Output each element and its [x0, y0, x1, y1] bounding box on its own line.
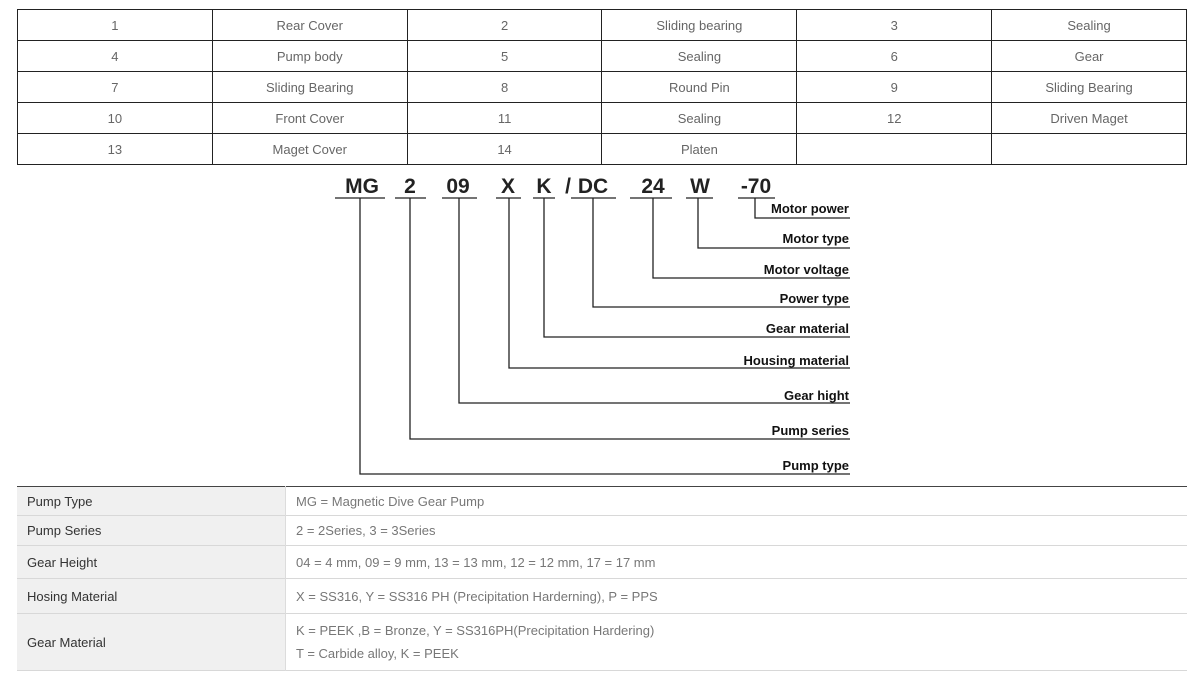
parts-table: 1 Rear Cover 2 Sliding bearing 3 Sealing…	[17, 9, 1187, 165]
table-row: Gear Material K = PEEK ,B = Bronze, Y = …	[17, 613, 1187, 671]
part-name: Sliding Bearing	[991, 71, 1187, 103]
part-name: Platen	[601, 133, 798, 165]
table-row: Gear Height 04 = 4 mm, 09 = 9 mm, 13 = 1…	[17, 545, 1187, 579]
label-motor-voltage: Motor voltage	[764, 262, 849, 277]
part-name: Gear	[991, 40, 1187, 72]
code-segment-gear-material: K	[536, 175, 551, 198]
part-number: 13	[17, 133, 213, 165]
label-motor-power: Motor power	[771, 201, 849, 216]
part-number: 3	[796, 9, 993, 41]
leader-lines	[359, 198, 850, 475]
code-segment-motor-type: W	[690, 175, 710, 198]
code-segment-voltage: 24	[641, 175, 665, 198]
code-segment-motor-power: -70	[741, 175, 771, 198]
table-row: Pump Type MG = Magnetic Dive Gear Pump	[17, 486, 1187, 516]
part-number: 9	[796, 71, 993, 103]
part-number: 1	[17, 9, 213, 41]
spec-key: Pump Type	[17, 486, 286, 516]
spec-key: Pump Series	[17, 515, 286, 546]
label-motor-type: Motor type	[783, 231, 849, 246]
spec-key: Hosing Material	[17, 578, 286, 614]
spec-value: T = Carbide alloy, K = PEEK	[296, 646, 459, 661]
part-name: Sealing	[991, 9, 1187, 41]
code-segment-housing: X	[501, 175, 515, 198]
spec-value: MG = Magnetic Dive Gear Pump	[285, 486, 1187, 516]
part-number: 6	[796, 40, 993, 72]
label-pump-type: Pump type	[783, 458, 849, 473]
table-row: Hosing Material X = SS316, Y = SS316 PH …	[17, 578, 1187, 614]
code-segment-pump-type: MG	[345, 175, 379, 198]
part-name: Front Cover	[211, 102, 408, 134]
spec-value: 04 = 4 mm, 09 = 9 mm, 13 = 13 mm, 12 = 1…	[285, 545, 1187, 579]
part-name: Driven Maget	[991, 102, 1187, 134]
part-number: 12	[796, 102, 993, 134]
label-housing-material: Housing material	[744, 353, 849, 368]
part-number: 4	[17, 40, 213, 72]
spec-table: Pump Type MG = Magnetic Dive Gear Pump P…	[17, 486, 1187, 671]
spec-key: Gear Material	[17, 613, 286, 671]
label-power-type: Power type	[780, 291, 849, 306]
spec-value: 2 = 2Series, 3 = 3Series	[285, 515, 1187, 546]
code-segment-pump-series: 2	[404, 175, 416, 198]
table-row: 10 Front Cover 11 Sealing 12 Driven Mage…	[17, 102, 1187, 134]
part-number: 8	[406, 71, 603, 103]
part-number: 5	[406, 40, 603, 72]
part-number: 2	[406, 9, 603, 41]
spec-value: K = PEEK ,B = Bronze, Y = SS316PH(Precip…	[296, 623, 655, 638]
label-gear-hight: Gear hight	[784, 388, 850, 403]
part-number: 7	[17, 71, 213, 103]
spec-value: X = SS316, Y = SS316 PH (Precipitation H…	[285, 578, 1187, 614]
part-name: Maget Cover	[211, 133, 408, 165]
code-separator: /	[565, 175, 571, 198]
part-name	[991, 133, 1187, 165]
part-number: 10	[17, 102, 213, 134]
part-name: Pump body	[211, 40, 408, 72]
part-number: 11	[406, 102, 603, 134]
part-name: Sealing	[601, 40, 798, 72]
code-segment-power-type: DC	[578, 175, 608, 198]
label-pump-series: Pump series	[772, 423, 849, 438]
part-name: Sliding bearing	[601, 9, 798, 41]
code-segment-gear-height: 09	[446, 175, 469, 198]
table-row: 4 Pump body 5 Sealing 6 Gear	[17, 40, 1187, 72]
table-row: 7 Sliding Bearing 8 Round Pin 9 Sliding …	[17, 71, 1187, 103]
part-number	[796, 133, 993, 165]
part-name: Sliding Bearing	[211, 71, 408, 103]
table-row: Pump Series 2 = 2Series, 3 = 3Series	[17, 515, 1187, 546]
table-row: 1 Rear Cover 2 Sliding bearing 3 Sealing	[17, 9, 1187, 41]
part-name: Round Pin	[601, 71, 798, 103]
model-code-diagram: MG 2 09 X K / DC 24 W -70 Motor power Mo…	[335, 175, 850, 475]
table-row: 13 Maget Cover 14 Platen	[17, 133, 1187, 165]
part-name: Rear Cover	[211, 9, 408, 41]
spec-value-cell: K = PEEK ,B = Bronze, Y = SS316PH(Precip…	[285, 613, 1187, 671]
spec-key: Gear Height	[17, 545, 286, 579]
part-name: Sealing	[601, 102, 798, 134]
part-number: 14	[406, 133, 603, 165]
label-gear-material: Gear material	[766, 321, 849, 336]
